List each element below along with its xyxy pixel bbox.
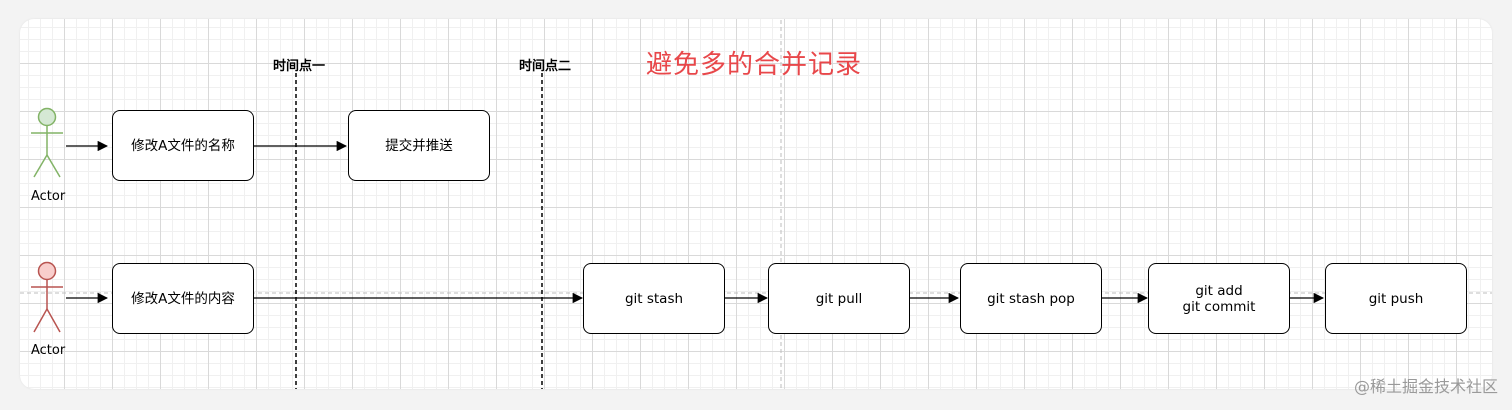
process-box-git-stash[interactable]: git stash <box>583 263 725 334</box>
process-box-git-pull[interactable]: git pull <box>768 263 910 334</box>
actor-label-2: Actor <box>31 343 66 358</box>
process-box-git-push[interactable]: git push <box>1325 263 1467 334</box>
process-box-rename-file[interactable]: 修改A文件的名称 <box>112 110 254 181</box>
actor-figure-green[interactable] <box>31 107 63 178</box>
process-box-git-add-commit[interactable]: git add git commit <box>1148 263 1290 334</box>
diagram-canvas <box>20 19 1492 389</box>
timepoint-label-2: 时间点二 <box>519 59 572 74</box>
diagram-title: 避免多的合并记录 <box>646 50 863 80</box>
actor-figure-red[interactable] <box>31 261 63 333</box>
process-box-modify-content[interactable]: 修改A文件的内容 <box>112 263 254 334</box>
timepoint-label-1: 时间点一 <box>273 59 326 74</box>
watermark: @稀土掘金技术社区 <box>1353 377 1498 396</box>
process-box-commit-push[interactable]: 提交并推送 <box>348 110 490 181</box>
process-box-git-stash-pop[interactable]: git stash pop <box>960 263 1102 334</box>
actor-label-1: Actor <box>31 189 66 204</box>
connectors-layer <box>20 20 1492 389</box>
